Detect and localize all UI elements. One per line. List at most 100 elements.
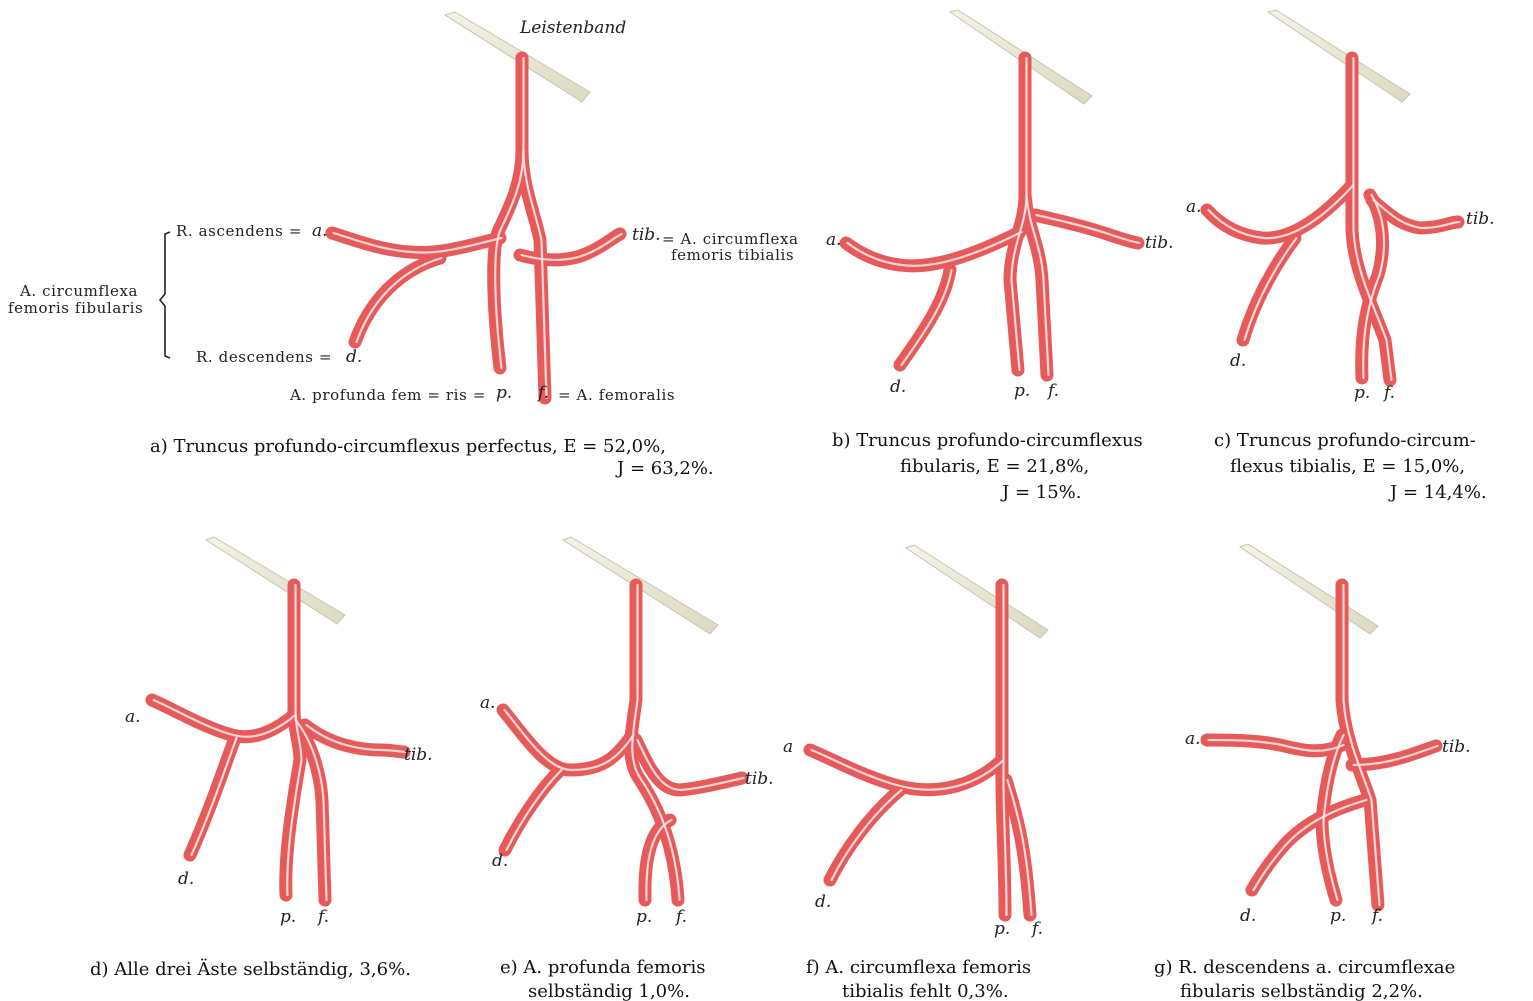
label-a: a. [1186,197,1202,217]
term-circumflexa-fib-2: femoris fibularis [8,299,143,317]
caption-a-line1: a) Truncus profundo-circumflexus perfect… [150,436,666,457]
artery-segment [1207,740,1342,751]
artery-highlight [154,585,406,900]
label-f: f. [536,383,549,403]
artery-segment [355,258,440,342]
panel-f: a d. p. f. f) A. circumflexa femoris tib… [783,545,1048,1001]
artery-segment [1207,185,1352,238]
label-tib: tib. [745,769,774,789]
term-descendens: R. descendens = [196,348,332,366]
artery-body [152,585,404,900]
artery-segment [1252,800,1365,890]
artery-highlight [848,58,1140,375]
artery-body [332,58,620,398]
label-d: d. [1240,906,1256,926]
artery-tree-f [810,585,1032,915]
caption-g-line2: fibularis selbständig 2,2%. [1180,981,1423,1001]
caption-e-line1: e) A. profunda femoris [500,957,705,978]
label-f: f. [1046,381,1059,401]
artery-segment [1243,238,1295,340]
caption-a-line2: J = 63,2%. [615,458,714,479]
inguinal-ligament [1268,10,1410,102]
label-f: f. [1030,919,1043,939]
label-f: f. [1382,383,1395,403]
artery-body [503,585,742,900]
term-ascendens: R. ascendens = [176,222,302,240]
label-f: f. [316,907,329,927]
label-p: p. [1330,906,1346,926]
artery-body [1207,585,1436,905]
label-d: d. [890,377,906,397]
artery-segment [900,270,950,365]
label-tib: tib. [1466,209,1495,229]
label-d: d. [178,869,194,889]
label-p: p. [1354,383,1370,403]
artery-tree-c [1207,58,1460,380]
artery-segment [190,738,235,855]
label-d: d. [492,851,508,871]
artery-highlight [334,58,622,398]
artery-segment [1352,746,1436,765]
label-d: d. [1230,351,1246,371]
ligament-label: Leistenband [519,18,626,38]
artery-body [810,585,1030,915]
artery-body [846,58,1138,375]
artery-tree-a [332,58,622,398]
label-d: d. [815,892,831,912]
label-a: a [783,737,793,757]
artery-segment [332,233,500,253]
caption-b-line1: b) Truncus profundo-circumflexus [832,430,1143,451]
caption-g-line1: g) R. descendens a. circumflexae [1154,957,1455,978]
artery-segment [830,790,900,880]
label-a: a. [125,707,141,727]
inguinal-ligament [1240,544,1378,634]
label-p: p. [496,383,512,403]
label-tib: tib. [632,225,661,245]
caption-c-line2: flexus tibialis, E = 15,0%, [1230,456,1465,477]
artery-sheen [1254,800,1367,890]
caption-e-line2: selbständig 1,0%. [528,981,690,1001]
panel-b: a. tib. d. p. f. b) Truncus profundo-cir… [826,10,1174,503]
caption-c-line1: c) Truncus profundo-circum- [1214,430,1476,451]
panel-e: a. tib. d. p. f. e) A. profunda femoris … [480,537,774,1001]
label-a: a. [826,230,842,250]
caption-f-line2: tibialis fehlt 0,3%. [842,981,1009,1001]
label-a: a. [312,221,328,241]
label-tib: tib. [1442,737,1471,757]
label-f: f. [1370,906,1383,926]
artery-body [1207,58,1458,380]
label-tib: tib. [1145,233,1174,253]
term-circumflexa-fib-1: A. circumflexa [19,282,138,300]
term-circumflexa-tib-2: femoris tibialis [671,246,794,264]
artery-highlight [1209,58,1460,380]
artery-segment [503,710,632,770]
inguinal-ligament [206,537,345,624]
label-f: f. [674,907,687,927]
label-a: a. [480,693,496,713]
label-tib: tib. [404,745,433,765]
caption-f-line1: f) A. circumflexa femoris [806,957,1031,978]
artery-sheen [192,738,237,855]
panel-g: a. tib. d. p. f. g) R. descendens a. cir… [1154,544,1471,1001]
bracket [160,232,170,358]
caption-d: d) Alle drei Äste selbständig, 3,6%. [90,957,411,980]
artery-sheen [357,258,442,342]
label-a: a. [1185,729,1201,749]
artery-segment [810,750,1002,790]
panel-c: a. tib. d. p. f. c) Truncus profundo-cir… [1186,10,1495,503]
label-p: p. [1014,381,1030,401]
inguinal-ligament [906,545,1048,638]
term-femoralis: = A. femoralis [558,386,675,404]
label-p: p. [994,919,1010,939]
label-d: d. [346,347,362,367]
caption-c-line3: J = 14,4%. [1388,482,1487,503]
artery-segment [846,232,1020,266]
label-p: p. [280,907,296,927]
caption-b-line2: fibularis, E = 21,8%, [900,456,1089,477]
artery-tree-b [846,58,1140,375]
caption-b-line3: J = 15%. [1000,482,1081,503]
artery-tree-d [152,585,406,900]
artery-sheen [1037,215,1140,243]
panel-d: a. tib. d. p. f. d) Alle drei Äste selbs… [90,537,433,980]
